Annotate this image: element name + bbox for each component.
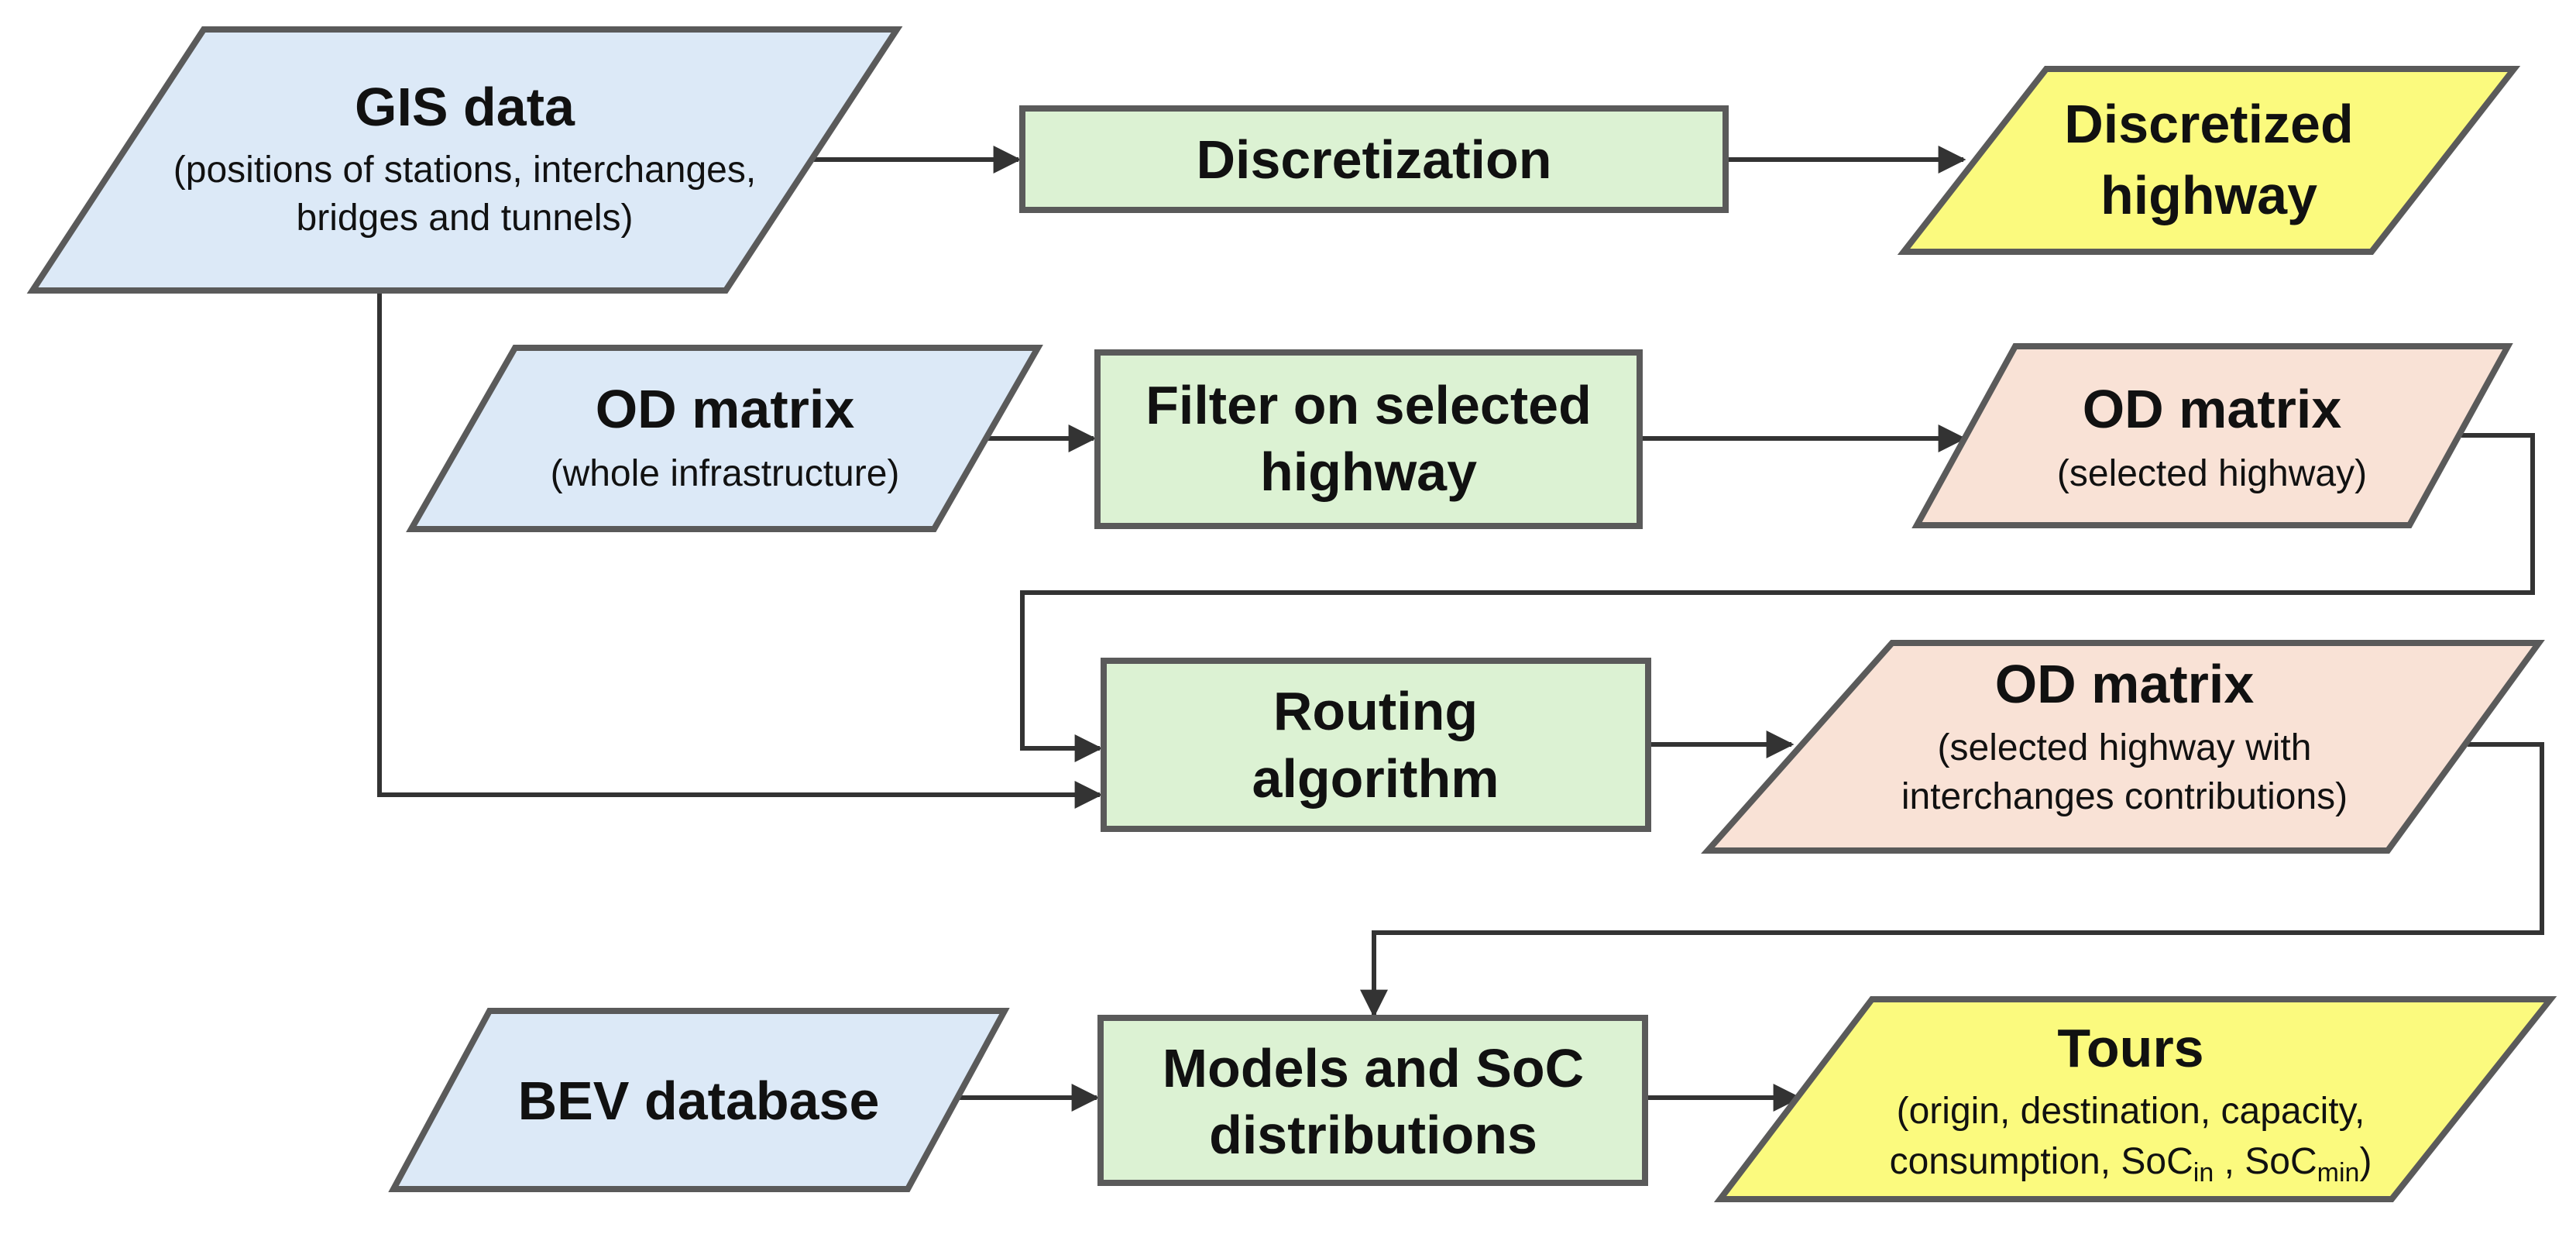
- node-od-matrix-selected: OD matrix (selected highway): [1911, 343, 2513, 528]
- tours-line1: (origin, destination, capacity,: [1897, 1091, 2365, 1132]
- od-matrix-selected-title: OD matrix: [2083, 379, 2342, 439]
- od-matrix-whole-title: OD matrix: [596, 379, 855, 439]
- node-filter-selected-highway: Filter on selected highway: [1094, 349, 1643, 529]
- tours-line2: consumption, SoCin , SoCmin): [1890, 1141, 2372, 1188]
- models-line2: distributions: [1209, 1105, 1537, 1165]
- tours-title: Tours: [2057, 1018, 2203, 1078]
- tours-shape: [1713, 996, 2557, 1202]
- arrow-od-selected-to-routing: [1020, 433, 2535, 762]
- discretized-highway-line1: Discretized: [2064, 94, 2353, 154]
- od-matrix-whole-shape: [406, 345, 1043, 532]
- tours-line2-mid: , SoC: [2214, 1141, 2317, 1182]
- filter-line1: Filter on selected: [1145, 375, 1592, 435]
- od-matrix-interchanges-title: OD matrix: [1995, 654, 2255, 714]
- tours-subscript-min: min: [2317, 1158, 2360, 1188]
- gis-data-detail-line1: (positions of stations, interchanges,: [173, 150, 756, 191]
- discretization-shape: [1019, 105, 1729, 213]
- od-matrix-whole-subtitle: (whole infrastructure): [551, 453, 900, 494]
- connectors: [377, 146, 2544, 1112]
- node-tours: Tours (origin, destination, capacity, co…: [1713, 996, 2557, 1202]
- arrow-od-interchanges-to-models: [1360, 742, 2544, 1018]
- discretization-title: Discretization: [1197, 129, 1552, 190]
- gis-data-title: GIS data: [355, 77, 575, 137]
- models-line1: Models and SoC: [1163, 1038, 1584, 1098]
- node-bev-database: BEV database: [388, 1008, 1010, 1192]
- node-gis-data: GIS data (positions of stations, interch…: [26, 26, 903, 294]
- routing-line1: Routing: [1273, 681, 1478, 741]
- od-matrix-interchanges-shape: [1701, 640, 2545, 854]
- node-discretization: Discretization: [1019, 105, 1729, 213]
- tours-line2-prefix: consumption, SoC: [1890, 1141, 2193, 1182]
- node-od-matrix-interchanges: OD matrix (selected highway with interch…: [1701, 640, 2545, 854]
- od-matrix-interchanges-line1: (selected highway with: [1938, 727, 2312, 768]
- od-matrix-selected-shape: [1911, 343, 2513, 528]
- discretized-highway-shape: [1897, 66, 2521, 255]
- discretized-highway-line2: highway: [2100, 165, 2317, 225]
- bev-database-shape: [388, 1008, 1010, 1192]
- gis-data-detail-line2: bridges and tunnels): [297, 198, 634, 239]
- gis-data-shape: [26, 26, 903, 294]
- routing-line2: algorithm: [1252, 748, 1499, 809]
- od-matrix-selected-subtitle: (selected highway): [2057, 453, 2367, 494]
- node-routing-algorithm: Routing algorithm: [1101, 658, 1651, 832]
- filter-shape: [1094, 349, 1643, 529]
- node-discretized-highway: Discretized highway: [1897, 66, 2521, 255]
- tours-line2-suffix: ): [2359, 1141, 2372, 1182]
- node-od-matrix-whole: OD matrix (whole infrastructure): [406, 345, 1043, 532]
- routing-shape: [1101, 658, 1651, 832]
- node-models-soc: Models and SoC distributions: [1097, 1015, 1648, 1186]
- od-matrix-interchanges-line2: interchanges contributions): [1901, 776, 2348, 817]
- tours-subscript-in: in: [2193, 1158, 2214, 1188]
- models-shape: [1097, 1015, 1648, 1186]
- arrow-gis-to-routing: [377, 288, 1103, 809]
- filter-line2: highway: [1260, 442, 1477, 502]
- bev-database-title: BEV database: [518, 1071, 880, 1131]
